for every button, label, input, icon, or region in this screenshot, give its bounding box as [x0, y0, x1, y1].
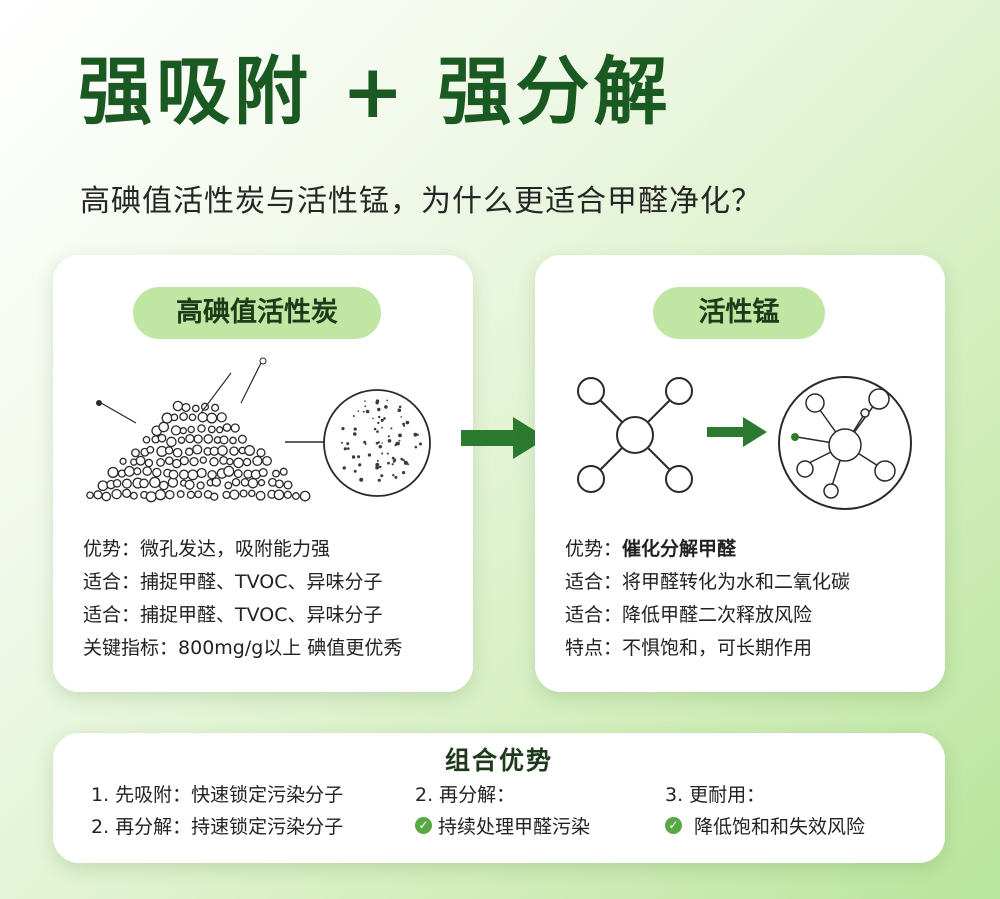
activated-carbon-details: 优势：微孔发达，吸附能力强 适合：捕捉甲醛、TVOC、异味分子 适合：捕捉甲醛、… [83, 533, 402, 665]
right-line: 特点：不惧饱和，可长期作用 [565, 637, 813, 659]
right-line: 适合：将甲醛转化为水和二氧化碳 [565, 571, 851, 593]
right-line: 适合：降低甲醛二次释放风险 [565, 604, 813, 626]
page-subtitle: 高碘值活性炭与活性锰，为什么更适合甲醛净化？ [80, 184, 762, 219]
connector-line [285, 441, 325, 443]
advantage-column-2: 2. 再分解： ✓持续处理甲醛污染 [415, 779, 590, 843]
check-circle-icon: ✓ [665, 817, 682, 834]
advantage-column-3: 3. 更耐用： ✓ 降低饱和和失效风险 [665, 779, 865, 843]
advantage-item: 2. 再分解：持速锁定污染分子 [91, 816, 344, 838]
advantage-item: ✓持续处理甲醛污染 [415, 811, 590, 843]
right-line: 优势：催化分解甲醛 [565, 538, 737, 560]
page-title: 强吸附 + 强分解 [78, 49, 672, 135]
active-manganese-details: 优势：催化分解甲醛 适合：将甲醛转化为水和二氧化碳 适合：降低甲醛二次释放风险 … [565, 533, 850, 665]
catalytic-decomposition-icon [778, 376, 912, 510]
advantage-item: 1. 先吸附：快速锁定污染分子 [91, 784, 344, 806]
left-line: 适合：捕捉甲醛、TVOC、异味分子 [83, 571, 383, 593]
active-manganese-label: 活性锰 [653, 287, 825, 339]
left-line: 优势：微孔发达，吸附能力强 [83, 538, 331, 560]
small-arrow-icon [707, 417, 767, 447]
micropore-circle-icon [323, 389, 431, 497]
advantage-column-1: 1. 先吸附：快速锁定污染分子 2. 再分解：持速锁定污染分子 [91, 779, 343, 843]
activated-carbon-card: 高碘值活性炭 优势：微孔发达，吸附能力强 适合：捕捉甲醛、TVOC、异味分子 适… [53, 255, 473, 692]
advantage-item: ✓ 降低饱和和失效风险 [665, 811, 865, 843]
combined-advantage-title: 组合优势 [444, 746, 553, 775]
left-line: 关键指标：800mg/g以上 碘值更优秀 [83, 637, 403, 659]
advantage-item: 3. 更耐用： [665, 784, 766, 806]
molecule-network-icon [577, 377, 693, 493]
active-manganese-card: 活性锰 [535, 255, 945, 692]
left-line: 适合：捕捉甲醛、TVOC、异味分子 [83, 604, 383, 626]
carbon-granule-pile-icon [86, 357, 311, 503]
right-arrow-icon [461, 417, 547, 459]
activated-carbon-label: 高碘值活性炭 [133, 287, 381, 339]
check-circle-icon: ✓ [415, 817, 432, 834]
combined-advantage-card: 组合优势 1. 先吸附：快速锁定污染分子 2. 再分解：持速锁定污染分子 2. … [53, 733, 945, 863]
advantage-item: 2. 再分解： [415, 784, 516, 806]
